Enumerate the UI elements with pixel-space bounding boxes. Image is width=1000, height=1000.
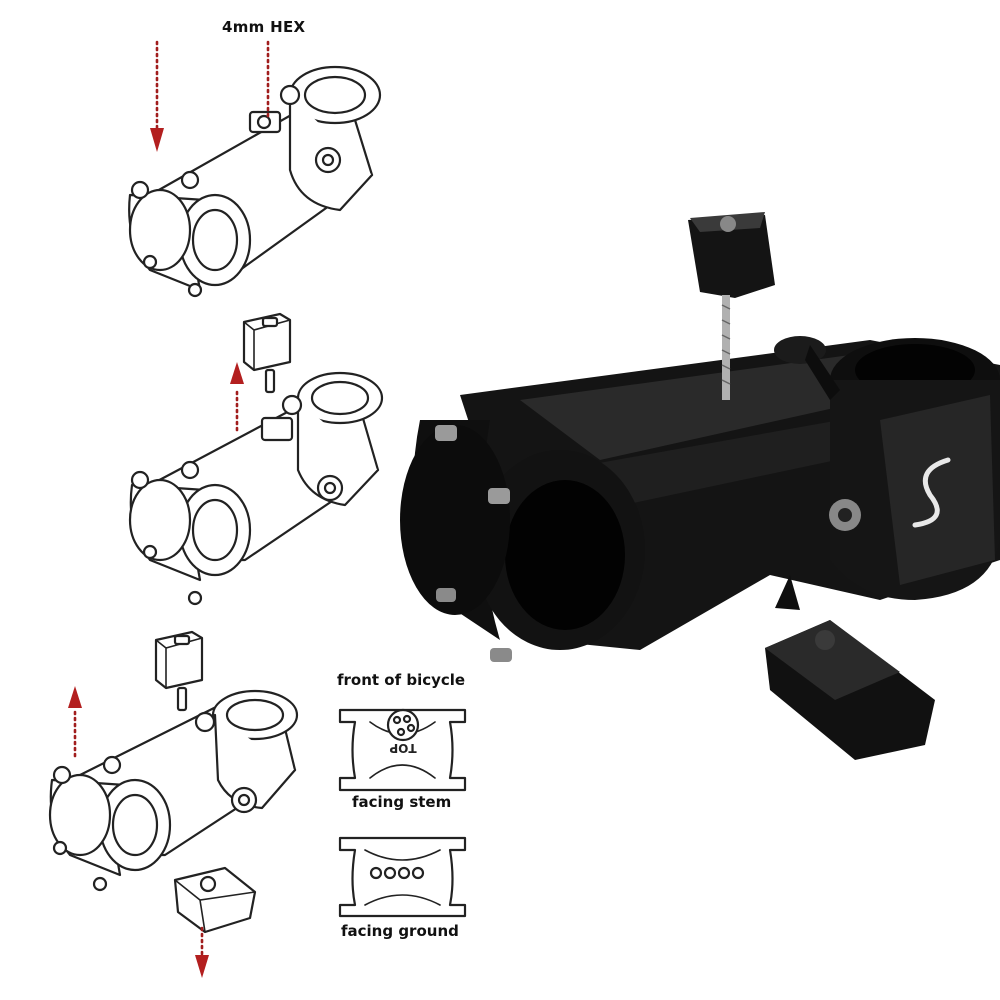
insert-top-mark: TOP xyxy=(389,741,416,755)
insert-rubber-lowered xyxy=(173,866,257,934)
arrow-down-icon xyxy=(150,40,164,152)
stem-logo-icon xyxy=(912,457,951,528)
facing-stem-label: facing stem xyxy=(352,793,452,811)
step3-stem-drawing xyxy=(48,689,299,892)
insert-facing-ground-diagram xyxy=(338,836,467,918)
rubber-insert-photo xyxy=(765,620,935,760)
front-of-bicycle-label: front of bicycle xyxy=(337,671,466,689)
insert-block-lifted xyxy=(242,312,292,394)
hex-tool-label: 4mm HEX xyxy=(222,18,306,36)
arrow-up-icon xyxy=(230,362,244,432)
arrow-up-icon xyxy=(68,686,82,762)
facing-ground-label: facing ground xyxy=(341,922,459,940)
insert-facing-stem-diagram xyxy=(338,708,467,792)
step1-stem-drawing xyxy=(128,65,382,298)
insert-block-raised xyxy=(154,630,204,712)
arrow-down-icon xyxy=(195,926,209,978)
hex-bolt-icon xyxy=(688,212,775,400)
stem-photo xyxy=(400,338,1000,662)
stem-quick-lever xyxy=(774,336,840,400)
step2-stem-drawing xyxy=(128,371,384,606)
